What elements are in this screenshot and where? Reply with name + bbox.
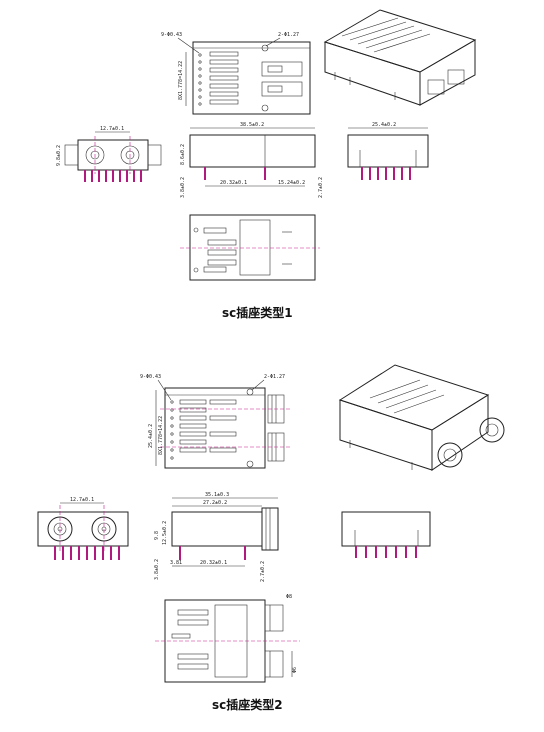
type1-front-h: 9.8±0.2: [56, 145, 62, 166]
type2-isometric-view: [338, 364, 505, 471]
type2-ferrule-d: Φ6: [292, 667, 298, 673]
type1-pin-a: 20.32±0.1: [220, 180, 247, 186]
type1-isometric-view: [323, 9, 477, 106]
type2-holes-label: 9-Φ0.43: [140, 374, 161, 380]
type1-top-view: 8X1.778=14.22 9-Φ0.43 2-Φ1.27: [161, 32, 311, 115]
type2-front-pitch: 12.7±0.1: [70, 497, 94, 503]
type2-pitch-v: 8X1.778=14.22: [158, 416, 164, 455]
type1-right-view: 25.4±0.2: [347, 122, 429, 180]
type2-small: 9.8: [154, 531, 160, 540]
type1-side-h: 3.8±0.2: [180, 177, 186, 198]
type2-bottom-view: Φ6 Φ8: [155, 594, 300, 683]
type1-pitch-v: 8X1.778=14.22: [178, 61, 184, 100]
type2-pin-b: 3.81: [170, 560, 182, 566]
type1-pin-b: 15.24±0.2: [278, 180, 305, 186]
type1-bottom-view: [180, 214, 320, 281]
type2-body-len: 27.2±0.2: [203, 500, 227, 506]
type1-side-view: 38.5±0.2 20.32±0.1 15.24±0.2 8.6±0.2 3.8…: [180, 122, 324, 198]
type2-side-h: 3.8±0.2: [154, 559, 160, 580]
type1-width: 25.4±0.2: [372, 122, 396, 128]
type1-posts-label: 2-Φ1.27: [278, 32, 299, 38]
type2-width: 25.4±0.2: [148, 424, 154, 448]
type2-total-len: 35.1±0.3: [205, 492, 229, 498]
type1-mid-h: 8.6±0.2: [180, 144, 186, 165]
type2-pin-a: 20.32±0.1: [200, 560, 227, 566]
type1-holes-label: 9-Φ0.43: [161, 32, 182, 38]
type2-ferrule: Φ8: [286, 594, 292, 600]
caption-type2: sc插座类型2: [212, 698, 283, 712]
caption-type1: sc插座类型1: [222, 306, 293, 320]
type1-front-pitch: 12.7±0.1: [100, 126, 124, 132]
type2-body-h: 12.5±0.2: [162, 521, 168, 545]
type1-length: 38.5±0.2: [240, 122, 264, 128]
type1-side-r: 2.7±0.2: [318, 177, 324, 198]
type1-front-view: 12.7±0.1 9.8±0.2: [56, 126, 162, 182]
type2-top-view: 25.4±0.2 8X1.778=14.22 9-Φ0.43 2-Φ1.27: [140, 374, 290, 469]
type2-side-r: 2.7±0.2: [260, 561, 266, 582]
type2-side-view: 35.1±0.3 27.2±0.2 12.5±0.2 9.8 3.81 20.3…: [154, 492, 279, 582]
type2-posts-label: 2-Φ1.27: [264, 374, 285, 380]
type2-front-view: 12.7±0.1: [37, 497, 129, 560]
type2-right-view: [341, 511, 431, 558]
